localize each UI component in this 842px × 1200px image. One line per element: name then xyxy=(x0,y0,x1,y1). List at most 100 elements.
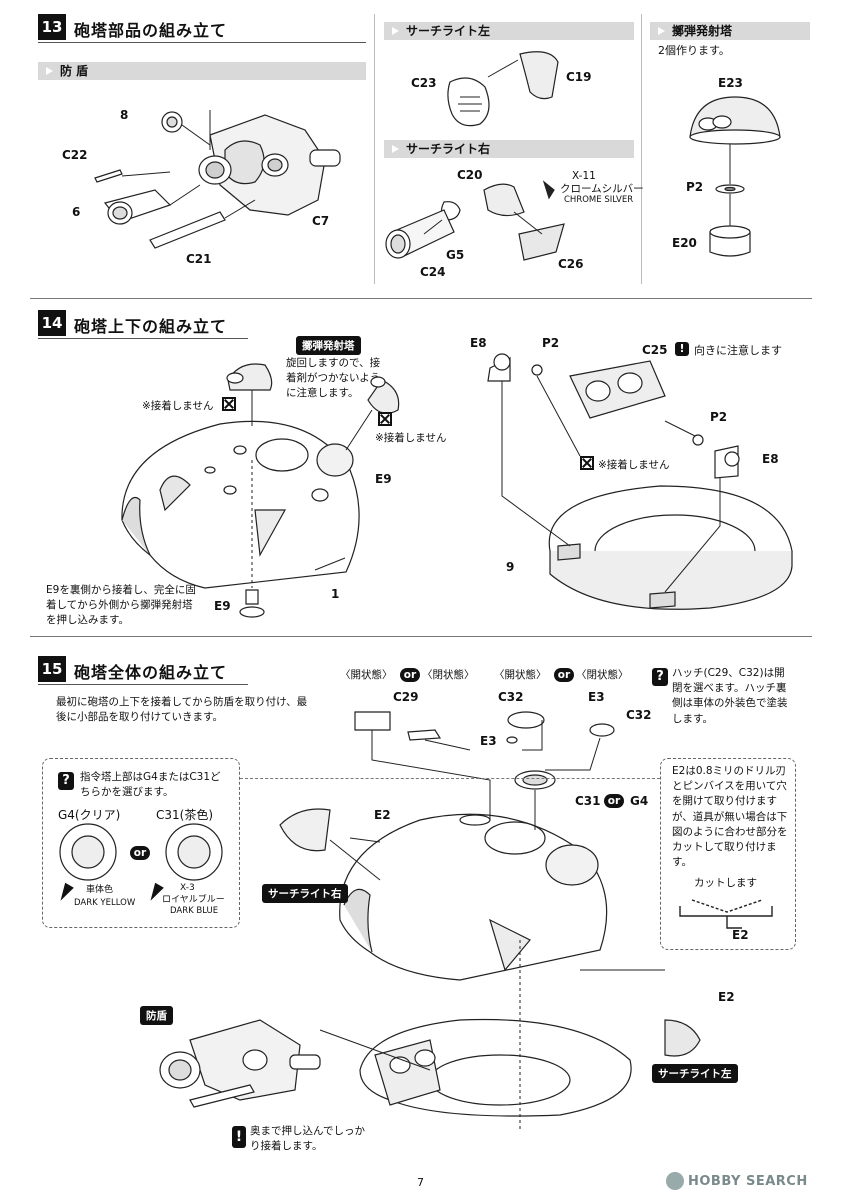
searchlight-right-drawing xyxy=(384,172,584,272)
part-label: C21 xyxy=(186,252,212,266)
g4-label: G4(クリア) xyxy=(58,808,121,822)
part-label: C32 xyxy=(626,708,652,722)
searchlight-left-drawing xyxy=(440,42,590,132)
part-label: C22 xyxy=(62,148,88,162)
part-label: C25 xyxy=(642,343,668,357)
open-state-label: 〈開状態〉 xyxy=(340,669,393,681)
turret-assembly-drawing xyxy=(260,690,680,1160)
no-glue-note: ※接着しません xyxy=(375,432,447,444)
part-label: E8 xyxy=(470,336,487,350)
grenade-launcher-tag: 擲弾発射塔 xyxy=(296,336,361,355)
part-label: C26 xyxy=(558,257,584,271)
part-label: P2 xyxy=(686,180,704,194)
no-glue-icon xyxy=(378,412,392,426)
turret-bottom-drawing xyxy=(470,336,800,626)
step-13-title: 砲塔部品の組み立て xyxy=(74,21,228,40)
part-label: C19 xyxy=(566,70,592,84)
step-14-number: 14 xyxy=(38,310,66,336)
part-label: C31 xyxy=(575,794,601,808)
turret-top-drawing xyxy=(110,360,400,620)
part-label: C24 xyxy=(420,265,446,279)
part-label: G4 xyxy=(630,794,649,808)
part-label: C23 xyxy=(411,76,437,90)
orientation-note: 向きに注意します xyxy=(694,344,782,357)
part-label: E20 xyxy=(672,236,697,250)
e2-note: E2は0.8ミリのドリル刃とピンバイスを用いて穴を開けて取り付けますが、道具が無… xyxy=(672,765,788,869)
grenade-launcher-header: 擲弾発射塔 xyxy=(650,22,810,40)
cupola-note: 指令塔上部はG4またはC31どちらかを選びます。 xyxy=(80,771,221,799)
section-divider xyxy=(30,636,812,637)
paint2-code: X-3 xyxy=(180,883,195,893)
cupola-option-box xyxy=(42,758,240,928)
part-label: P2 xyxy=(542,336,560,350)
divider xyxy=(374,14,375,284)
question-icon: ? xyxy=(652,668,668,686)
part-label: C29 xyxy=(393,690,419,704)
c31-label: C31(茶色) xyxy=(156,808,214,822)
shield-header: 防 盾 xyxy=(38,62,366,80)
cut-label: カットします xyxy=(694,877,757,889)
part-label: E3 xyxy=(480,734,497,748)
paint2-jp: ロイヤルブルー xyxy=(162,895,225,905)
part-label: G5 xyxy=(446,248,465,262)
part-label: 9 xyxy=(506,560,515,574)
part-label: C32 xyxy=(498,690,524,704)
closed-state-label: 〈閉状態〉 xyxy=(422,669,475,681)
paint2-en: DARK BLUE xyxy=(170,906,219,916)
no-glue-icon xyxy=(580,456,594,470)
part-label: E2 xyxy=(718,990,735,1004)
closed-state-label: 〈閉状態〉 xyxy=(576,669,629,681)
hatch-note: ハッチ(C29、C32)は開閉を選べます。ハッチ裏側は車体の外装色で塗装します。 xyxy=(672,667,788,725)
searchlight-right-header: サーチライト右 xyxy=(384,140,634,158)
step-13-number: 13 xyxy=(38,14,66,40)
part-label: E3 xyxy=(588,690,605,704)
part-label: E2 xyxy=(732,928,749,942)
no-glue-note: ※接着しません xyxy=(598,459,670,471)
paint-name-jp: クロームシルバー xyxy=(560,183,644,195)
part-label: C20 xyxy=(457,168,483,182)
shield-drawing xyxy=(60,90,360,270)
part-label: E23 xyxy=(718,76,743,90)
step-14-underline xyxy=(38,338,248,339)
open-state-label: 〈開状態〉 xyxy=(494,669,547,681)
or-badge: or xyxy=(130,846,150,860)
part-label: E2 xyxy=(374,808,391,822)
paint1-jp: 車体色 xyxy=(86,885,114,895)
searchlight-right-tag: サーチライト右 xyxy=(262,884,348,903)
page-number: 7 xyxy=(417,1176,424,1189)
shield-tag: 防盾 xyxy=(140,1006,173,1025)
part-label: E9 xyxy=(375,472,392,486)
dashed-leader xyxy=(240,778,660,779)
grenade-launcher-drawing xyxy=(680,92,790,262)
paint-code: X-11 xyxy=(572,170,596,182)
no-glue-icon xyxy=(222,397,236,411)
part-label: E9 xyxy=(214,599,231,613)
divider xyxy=(641,14,642,284)
searchlight-left-tag: サーチライト左 xyxy=(652,1064,738,1083)
e2-cut-drawing xyxy=(672,892,782,932)
or-badge: or xyxy=(604,794,624,808)
watermark: HOBBY SEARCH xyxy=(688,1174,808,1189)
caution-icon: ! xyxy=(232,1126,246,1148)
step-15-number: 15 xyxy=(38,656,66,682)
step-13-underline xyxy=(38,42,366,43)
watermark-logo xyxy=(666,1172,684,1190)
or-badge: or xyxy=(400,668,420,682)
paint-name-en: CHROME SILVER xyxy=(564,195,634,205)
push-note: 奥まで押し込んでしっかり接着します。 xyxy=(250,1125,365,1153)
e9-note: E9を裏側から接着し、完全に固着してから外側から擲弾発射塔を押し込みます。 xyxy=(46,584,196,627)
step-15-title: 砲塔全体の組み立て xyxy=(74,663,228,682)
step-15-underline xyxy=(38,684,248,685)
rotate-note: 旋回しますので、接着剤がつかないように注意します。 xyxy=(286,357,381,400)
searchlight-left-header: サーチライト左 xyxy=(384,22,634,40)
part-label: E8 xyxy=(762,452,779,466)
e2-note-box xyxy=(660,758,796,950)
or-badge: or xyxy=(554,668,574,682)
section-divider xyxy=(30,298,812,299)
grenade-launcher-note: 2個作ります。 xyxy=(658,44,730,57)
caution-icon: ! xyxy=(675,342,689,356)
shield-assembly-drawing xyxy=(150,1010,330,1120)
part-label: C7 xyxy=(312,214,330,228)
no-glue-note: ※接着しません xyxy=(142,400,214,412)
step-15-intro: 最初に砲塔の上下を接着してから防盾を取り付け、最後に小部品を取り付けていきます。 xyxy=(56,696,308,724)
